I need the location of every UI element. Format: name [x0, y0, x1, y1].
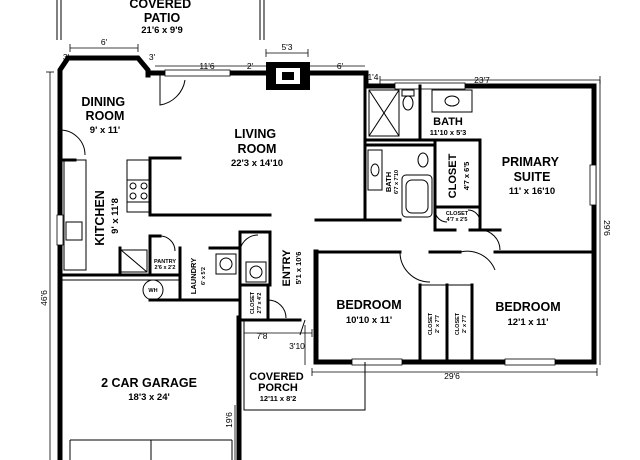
dimension-labels: 6' 3' 3' 11'6 2' 5'3 6' 1'4 23'7 29'6 46…	[39, 37, 612, 428]
doors	[59, 75, 501, 336]
bath-small-name: BATH	[384, 172, 393, 192]
dim-23-7: 23'7	[474, 75, 490, 85]
closet-entry-size: 2'7 x 4'2	[257, 293, 263, 314]
dim-29-6-right: 29'6	[602, 220, 612, 236]
bedroom-1-size: 10'10 x 11'	[346, 315, 392, 326]
dim-3a: 3'	[63, 52, 70, 62]
dining-room-size: 9' x 11'	[90, 125, 120, 136]
garage-name: 2 CAR GARAGE	[101, 376, 197, 390]
dim-2: 2'	[247, 61, 254, 71]
laundry-size: 6' x 5'2	[201, 267, 207, 285]
closet-small-name: CLOSET	[446, 211, 469, 217]
dim-7-8: 7'8	[256, 331, 267, 341]
kitchen-name: KITCHEN	[93, 190, 107, 246]
windows	[56, 69, 597, 366]
dim-46-6: 46'6	[39, 290, 49, 306]
closet-primary-size: 4'7 x 6'5	[462, 162, 471, 191]
dim-3-10: 3'10	[289, 341, 305, 351]
living-room-name: LIVING ROOM	[234, 127, 279, 156]
bedroom-1-name: BEDROOM	[336, 298, 401, 312]
covered-patio-size: 21'6 x 9'9	[141, 25, 183, 36]
closet-primary-name: CLOSET	[447, 153, 459, 198]
living-room-size: 22'3 x 14'10	[231, 158, 283, 169]
bedroom-2-size: 12'1 x 11'	[508, 317, 549, 328]
water-heater-label: WH	[148, 288, 157, 294]
laundry-name: LAUNDRY	[189, 258, 198, 294]
fixtures	[63, 89, 473, 460]
dim-6: 6'	[101, 37, 108, 47]
dim-3b: 3'	[149, 52, 156, 62]
interior-walls	[58, 84, 596, 460]
entry-name: ENTRY	[281, 249, 293, 287]
primary-suite-name: PRIMARY SUITE	[502, 155, 562, 184]
dim-19-6: 19'6	[224, 412, 234, 428]
fireplace	[266, 62, 310, 90]
pantry-name: PANTRY	[154, 259, 176, 265]
dim-5-3: 5'3	[281, 42, 292, 52]
closet-bed1-size: 2' x 7'7	[435, 315, 441, 333]
closet-entry-name: CLOSET	[250, 291, 256, 314]
covered-patio-name: COVERED PATIO	[129, 0, 194, 25]
bath-main-name: BATH	[433, 116, 463, 128]
closet-bed2-name: CLOSET	[455, 312, 461, 335]
closet-small-size: 4'7 x 2'5	[447, 217, 468, 223]
primary-suite-size: 11' x 16'10	[509, 186, 555, 197]
dim-29-6-bottom: 29'6	[444, 371, 460, 381]
dim-6b: 6'	[337, 61, 344, 71]
covered-porch-name: COVERED PORCH	[249, 371, 306, 394]
closet-bed2-size: 2' x 7'7	[462, 315, 468, 333]
bedroom-2-name: BEDROOM	[495, 300, 560, 314]
garage-size: 18'3 x 24'	[128, 392, 170, 403]
dim-1-4: 1'4	[367, 72, 378, 82]
patio-outline	[56, 0, 265, 40]
dining-room-name: DINING ROOM	[81, 95, 128, 123]
dim-11-6: 11'6	[199, 61, 214, 71]
entry-size: 5'1 x 10'6	[294, 252, 303, 285]
kitchen-size: 9' x 11'8	[110, 198, 121, 234]
bath-small-size: 6'7 x 7'10	[394, 170, 400, 194]
closet-bed1-name: CLOSET	[428, 312, 434, 335]
covered-porch-size: 12'11 x 8'2	[260, 394, 297, 403]
bath-main-size: 11'10 x 5'3	[430, 128, 467, 137]
room-labels: COVERED PATIO 21'6 x 9'9 DINING ROOM 9' …	[81, 0, 562, 403]
pantry-size: 2'6 x 2'2	[155, 265, 176, 271]
